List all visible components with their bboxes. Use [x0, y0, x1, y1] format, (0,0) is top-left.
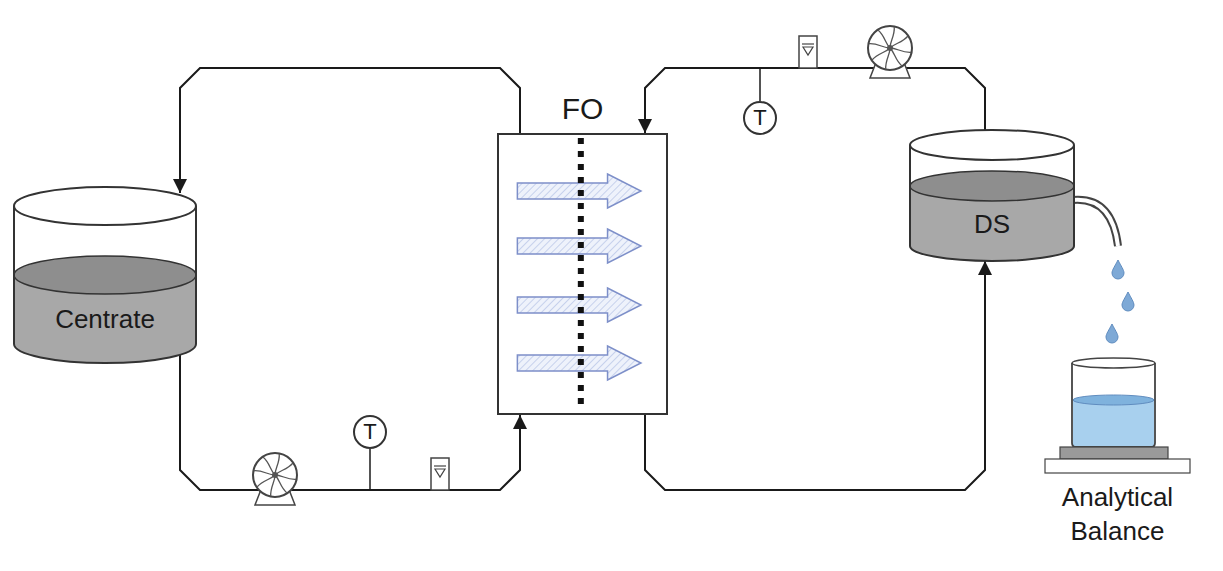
sensor-letter: T: [753, 107, 766, 129]
tank-wall: [14, 206, 196, 363]
membrane-line: [578, 138, 584, 410]
component-label: Analytical Balance: [1040, 481, 1195, 549]
temperature-sensor: T: [353, 415, 387, 449]
sensor-letter: T: [363, 421, 376, 443]
temperature-sensor: T: [743, 101, 777, 135]
flow-line: [180, 355, 520, 490]
analytical-balance: Analytical Balance: [1040, 355, 1195, 560]
tank-rim: [910, 130, 1074, 160]
water-drops: [1106, 260, 1134, 343]
beaker-rim: [1072, 358, 1155, 368]
tank-rim: [14, 187, 196, 225]
tank-outline: [908, 128, 1076, 263]
tank-body: [910, 145, 1074, 261]
module-heading: FO: [499, 89, 666, 128]
sensor-stem: [759, 68, 761, 101]
draw-solution-tank: DS: [908, 128, 1076, 263]
pump-symbol: [253, 453, 297, 505]
component-label: Centrate: [12, 303, 198, 337]
tank-body: [14, 206, 196, 363]
fo-membrane-module: FO: [497, 133, 668, 415]
flow-line: [645, 68, 985, 133]
water-flux-arrow: [517, 288, 641, 322]
overflow-tube: [1072, 200, 1118, 246]
liquid-surface: [14, 256, 196, 294]
beaker: [1072, 363, 1155, 447]
component-label: DS: [908, 208, 1076, 242]
tank-wall: [910, 145, 1074, 261]
balance-pan: [1060, 447, 1168, 459]
collected-water: [1073, 400, 1154, 446]
flowmeter-symbol: [799, 36, 817, 68]
balance-base: [1045, 459, 1190, 473]
pump-symbol: [868, 26, 912, 78]
flow-line: [180, 68, 520, 193]
overflow-tube: [1072, 200, 1118, 246]
membrane-module: [499, 135, 666, 413]
flowmeter-symbol: [431, 458, 449, 490]
centrate-tank: Centrate: [12, 185, 198, 365]
tank-outline: [12, 185, 198, 365]
sensor-stem: [369, 449, 371, 490]
water-surface: [1073, 395, 1154, 405]
liquid-surface: [910, 171, 1074, 201]
flow-line: [645, 261, 985, 490]
